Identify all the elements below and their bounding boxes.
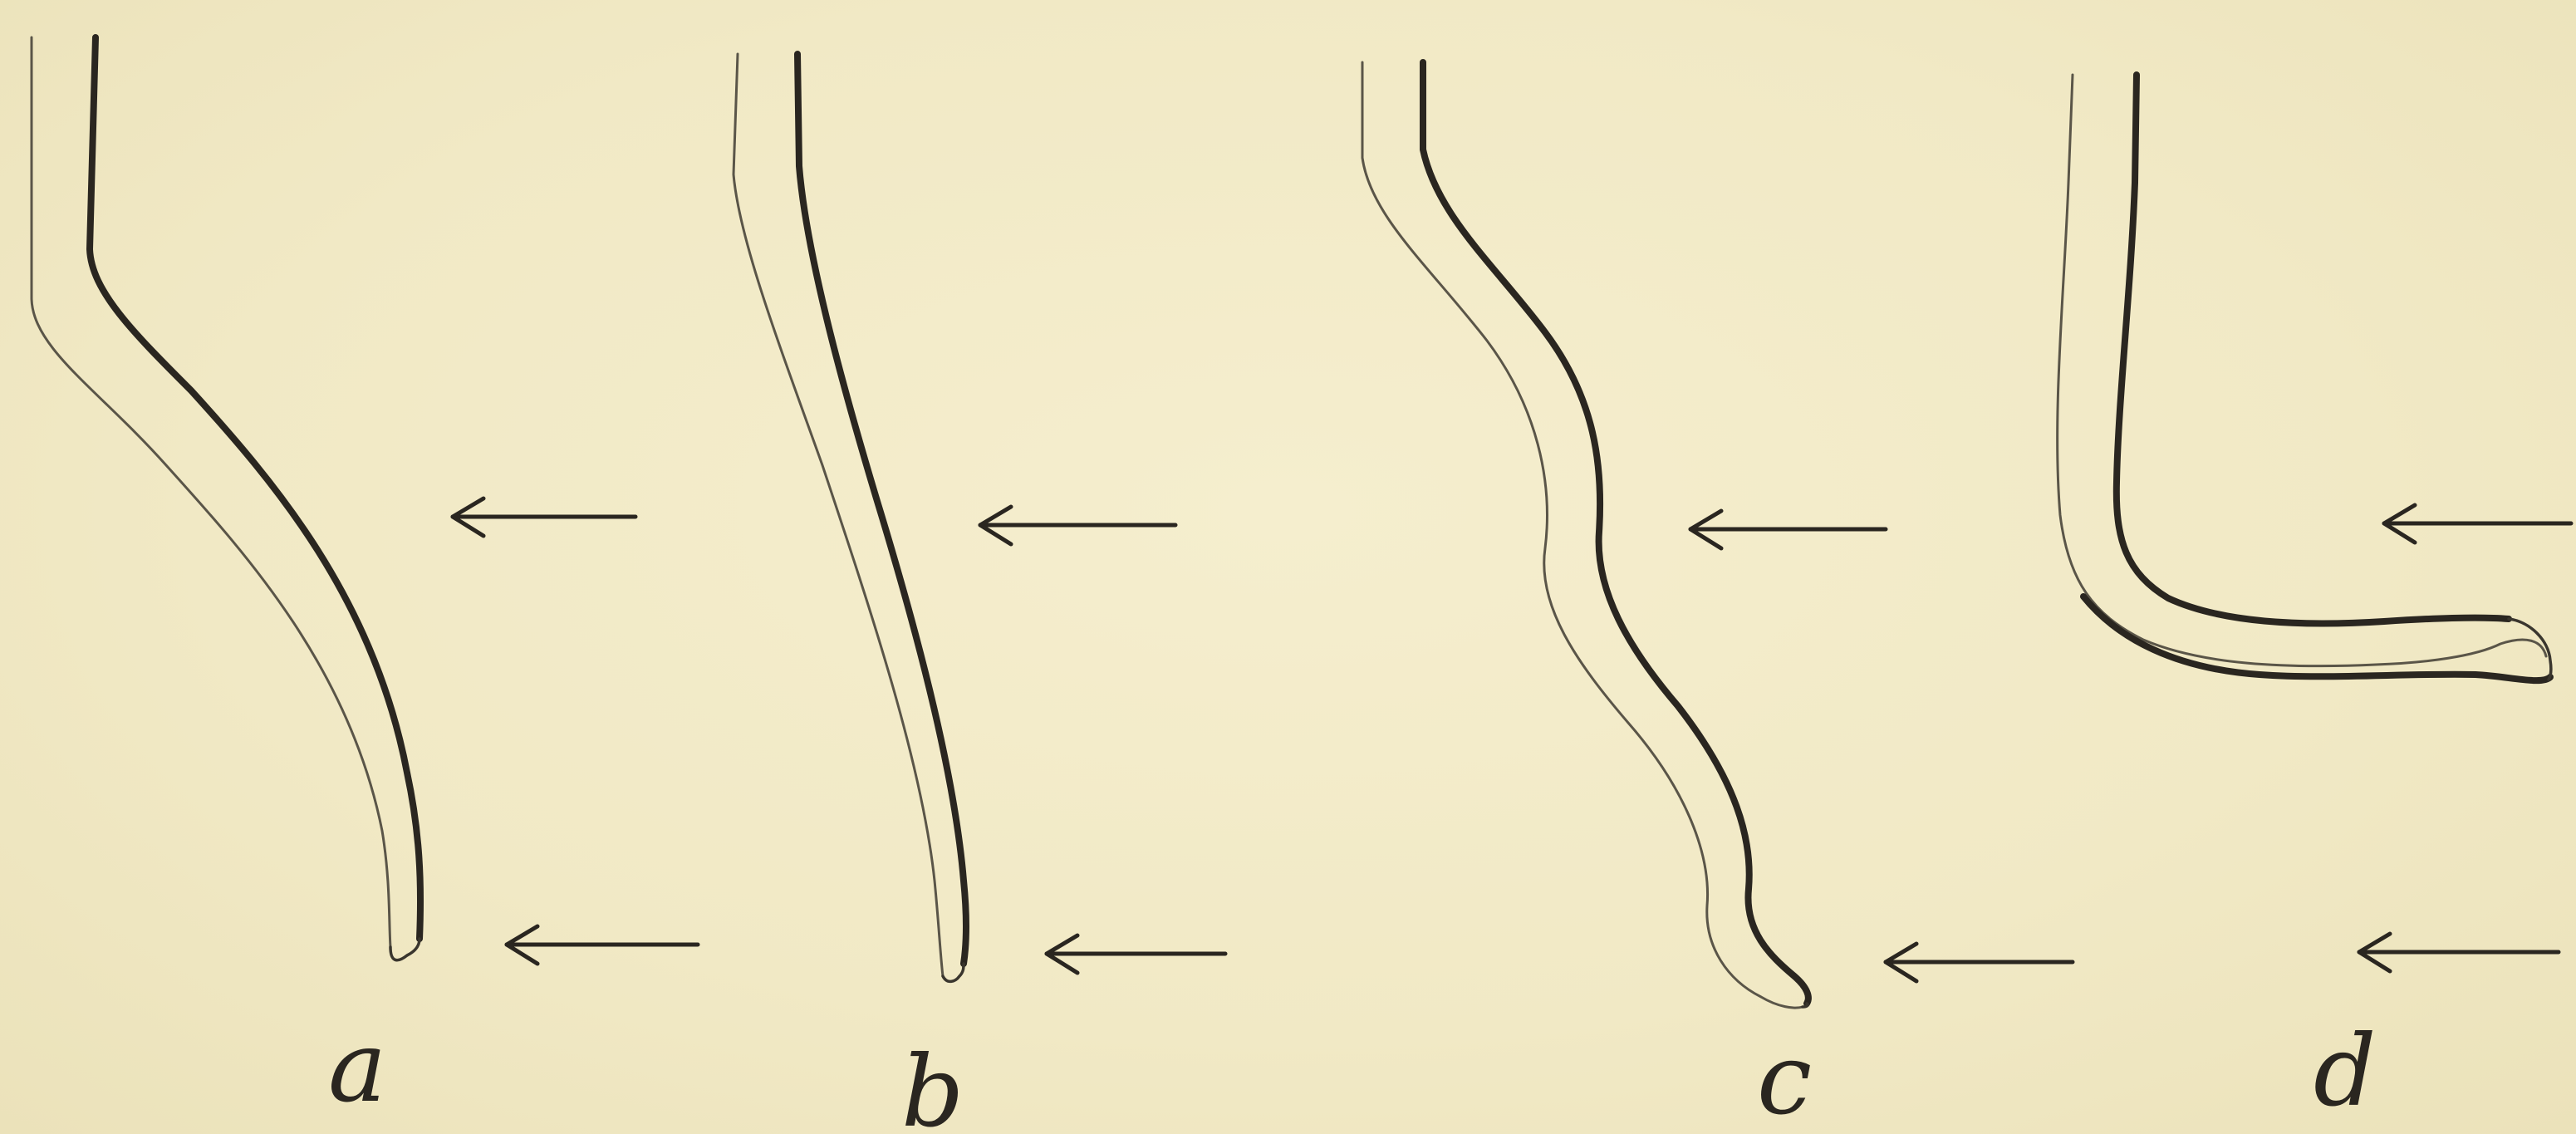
root-c-inner-edge — [1423, 62, 1808, 1004]
root-b-outer-edge — [734, 54, 943, 976]
root-d-inner-edge — [2117, 75, 2509, 624]
panel-label-d: d — [2313, 1014, 2377, 1128]
root-b-tip — [943, 964, 964, 981]
root-a-inner-edge — [90, 37, 420, 939]
root-d-outer-edge — [2058, 75, 2546, 666]
panel-a: a — [32, 37, 698, 1124]
arrow-b-upper — [980, 507, 1175, 544]
panel-label-c: c — [1757, 1022, 1812, 1134]
arrow-b-lower — [1047, 935, 1225, 973]
root-a-tip — [390, 939, 420, 960]
root-a-outer-edge — [32, 37, 390, 947]
panel-d: d — [2058, 75, 2571, 1128]
root-d-underside — [2083, 596, 2550, 680]
arrow-a-upper — [453, 498, 635, 536]
arrow-c-lower — [1886, 944, 2073, 981]
arrow-d-upper — [2384, 505, 2571, 542]
arrow-d-lower — [2359, 934, 2559, 971]
arrow-a-lower — [507, 926, 698, 964]
root-c-outer-edge — [1362, 62, 1803, 1008]
root-b-inner-edge — [797, 54, 966, 964]
arrow-c-upper — [1690, 511, 1886, 548]
panel-label-a: a — [328, 1009, 386, 1124]
panel-b: b — [734, 54, 1225, 1134]
panel-c: c — [1362, 62, 2073, 1134]
panel-label-b: b — [901, 1034, 964, 1134]
